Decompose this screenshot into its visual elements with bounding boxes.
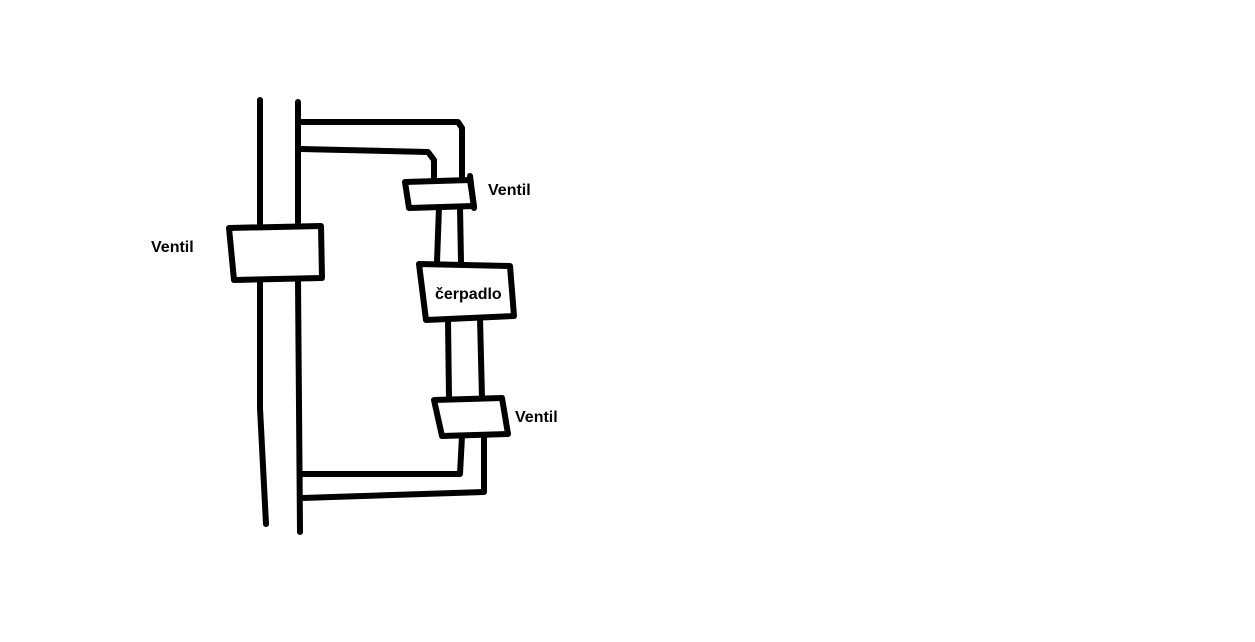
main-valve-label: Ventil — [151, 239, 194, 256]
main-pipe-right-wall — [295, 99, 303, 535]
upper-branch-pipe — [297, 119, 465, 185]
main-valve-box — [226, 223, 325, 283]
bypass-lower-pipe — [445, 315, 485, 401]
lower-branch-pipe — [297, 431, 487, 501]
lower-branch-outer-wall — [299, 431, 487, 501]
upper-branch-inner-wall — [297, 146, 437, 185]
bottom-valve-box — [431, 395, 511, 439]
lower-branch-inner-wall — [297, 433, 465, 477]
bypass-lower-right-wall — [477, 315, 485, 401]
top-valve-label: Ventil — [488, 182, 531, 199]
bypass-upper-right-wall — [457, 204, 464, 265]
pump-label: čerpadlo — [435, 286, 502, 303]
bottom-valve-label: Ventil — [515, 409, 558, 426]
bypass-upper-pipe — [434, 204, 464, 265]
pump-box — [416, 261, 517, 323]
main-pipe-left-wall — [257, 97, 269, 527]
bypass-upper-left-wall — [434, 204, 442, 265]
top-valve-box — [402, 177, 477, 211]
top-valve-stem — [467, 173, 477, 211]
upper-branch-outer-wall — [297, 119, 465, 183]
bypass-lower-left-wall — [445, 317, 452, 401]
main-pipe — [257, 97, 303, 535]
